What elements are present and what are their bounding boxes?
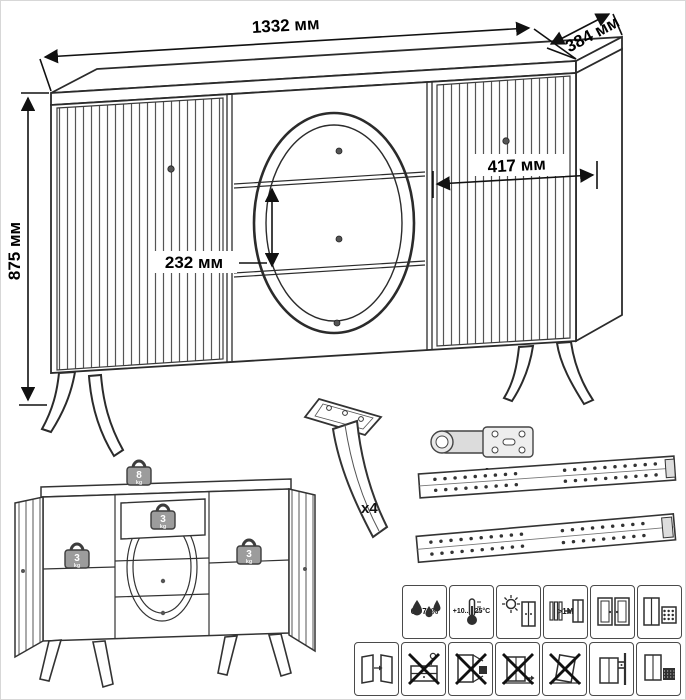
height-dimension-label: 875 мм	[5, 222, 24, 280]
care-icon-row-2	[354, 642, 681, 696]
water-drops-icon	[411, 600, 440, 618]
no-hang-icon	[448, 642, 493, 696]
hinge-screw-holes	[491, 430, 526, 454]
wall-anchor-glyph	[598, 653, 626, 685]
weight-drawer: 3 kg	[150, 503, 176, 530]
leg-back-left	[87, 373, 125, 458]
thermometer-icon	[466, 598, 481, 625]
two-doors-icon	[596, 597, 630, 626]
leg-part-drawing: x4	[303, 397, 389, 539]
weight-top-unit: kg	[136, 480, 142, 486]
drawer-slides-drawing	[415, 455, 677, 564]
weight-top-value: 8	[136, 470, 142, 481]
door-panels-icon	[360, 654, 393, 684]
drawer-height-dimension	[239, 187, 280, 268]
ov-left-door-open	[14, 496, 44, 659]
care-icon-row-1: 60-70% +10...+25°C	[402, 585, 682, 639]
ov-knobs	[21, 567, 307, 616]
left-door-knob	[167, 165, 175, 173]
door-width-label-bg	[469, 154, 565, 176]
weight-drawer-value: 3	[160, 514, 166, 525]
leg-front-left	[40, 370, 77, 434]
no-climb-glyph	[407, 652, 440, 685]
ov-legs	[39, 633, 292, 689]
sunlight-icon	[496, 585, 541, 639]
slide-rail-lower	[415, 513, 677, 564]
leg-mounting-plate	[303, 397, 383, 437]
sideboard-perspective-drawing: 1332 мм 384 мм 875 мм 417 мм 232	[5, 12, 623, 458]
door-width-dimension-label: 417 мм	[487, 154, 546, 176]
width-dimension-label: 1332 мм	[251, 14, 320, 37]
weight-right-shelf: 3 kg	[236, 538, 262, 565]
weight-drawer-unit: kg	[160, 524, 166, 530]
height-dimension	[19, 92, 49, 406]
door-adjust-icon	[354, 642, 399, 696]
heat-distance-icon: >1M	[543, 585, 588, 639]
sun-cabinet-icon	[501, 595, 536, 627]
no-tilt-icon	[542, 642, 587, 696]
drawer-height-label-bg	[151, 251, 237, 273]
humidity-label: 60-70%	[410, 606, 439, 616]
humidity-icon: 60-70%	[402, 585, 447, 639]
cabinet-legs	[40, 340, 595, 458]
leg-screw-holes	[326, 405, 364, 422]
weight-left-value: 3	[74, 553, 80, 564]
no-hang-door-glyph	[454, 653, 487, 685]
section-dividers	[226, 82, 433, 362]
ov-right-door-open	[288, 488, 316, 653]
depth-dimension	[546, 13, 623, 60]
weight-right-unit: kg	[246, 559, 252, 565]
hinge-part-drawing: x4	[430, 426, 534, 482]
right-door-knob	[502, 137, 510, 145]
door-width-dimension	[432, 161, 598, 198]
drawer-knob-bottom	[333, 319, 341, 327]
doors-care-icon	[590, 585, 635, 639]
drawer-height-dimension-label: 232 мм	[165, 253, 223, 272]
leg-qty-label: x4	[361, 500, 378, 517]
ventilation-grid-icon	[637, 585, 682, 639]
open-view-drawing: 8 kg 3 kg 3 kg 3 kg	[14, 459, 316, 689]
leg-front-right	[555, 340, 595, 406]
no-drag-glyph	[501, 653, 534, 685]
no-tilt-glyph	[548, 653, 581, 685]
drawer-knob-middle	[335, 235, 343, 243]
leg-back-right	[502, 344, 535, 403]
drawer-knob-top	[335, 147, 343, 155]
no-drag-icon	[495, 642, 540, 696]
radiator-cabinet-icon	[548, 599, 584, 623]
leg-body	[331, 419, 389, 539]
left-door	[56, 97, 224, 371]
knobs	[167, 137, 510, 327]
weight-right-value: 3	[246, 549, 252, 560]
surface-warning-icon	[636, 642, 681, 696]
cabinet-dark-square-glyph	[643, 654, 675, 681]
temperature-icon: +10...+25°C	[449, 585, 494, 639]
weight-top: 8 kg	[126, 459, 152, 486]
cabinet-side-face	[575, 47, 623, 343]
no-climb-icon	[401, 642, 446, 696]
weight-left-unit: kg	[74, 563, 80, 569]
cabinet-grid-icon	[642, 597, 677, 626]
weight-left-shelf: 3 kg	[64, 542, 90, 569]
right-door	[436, 75, 571, 347]
slide-rail-upper	[417, 455, 677, 499]
wall-anchor-icon	[589, 642, 634, 696]
